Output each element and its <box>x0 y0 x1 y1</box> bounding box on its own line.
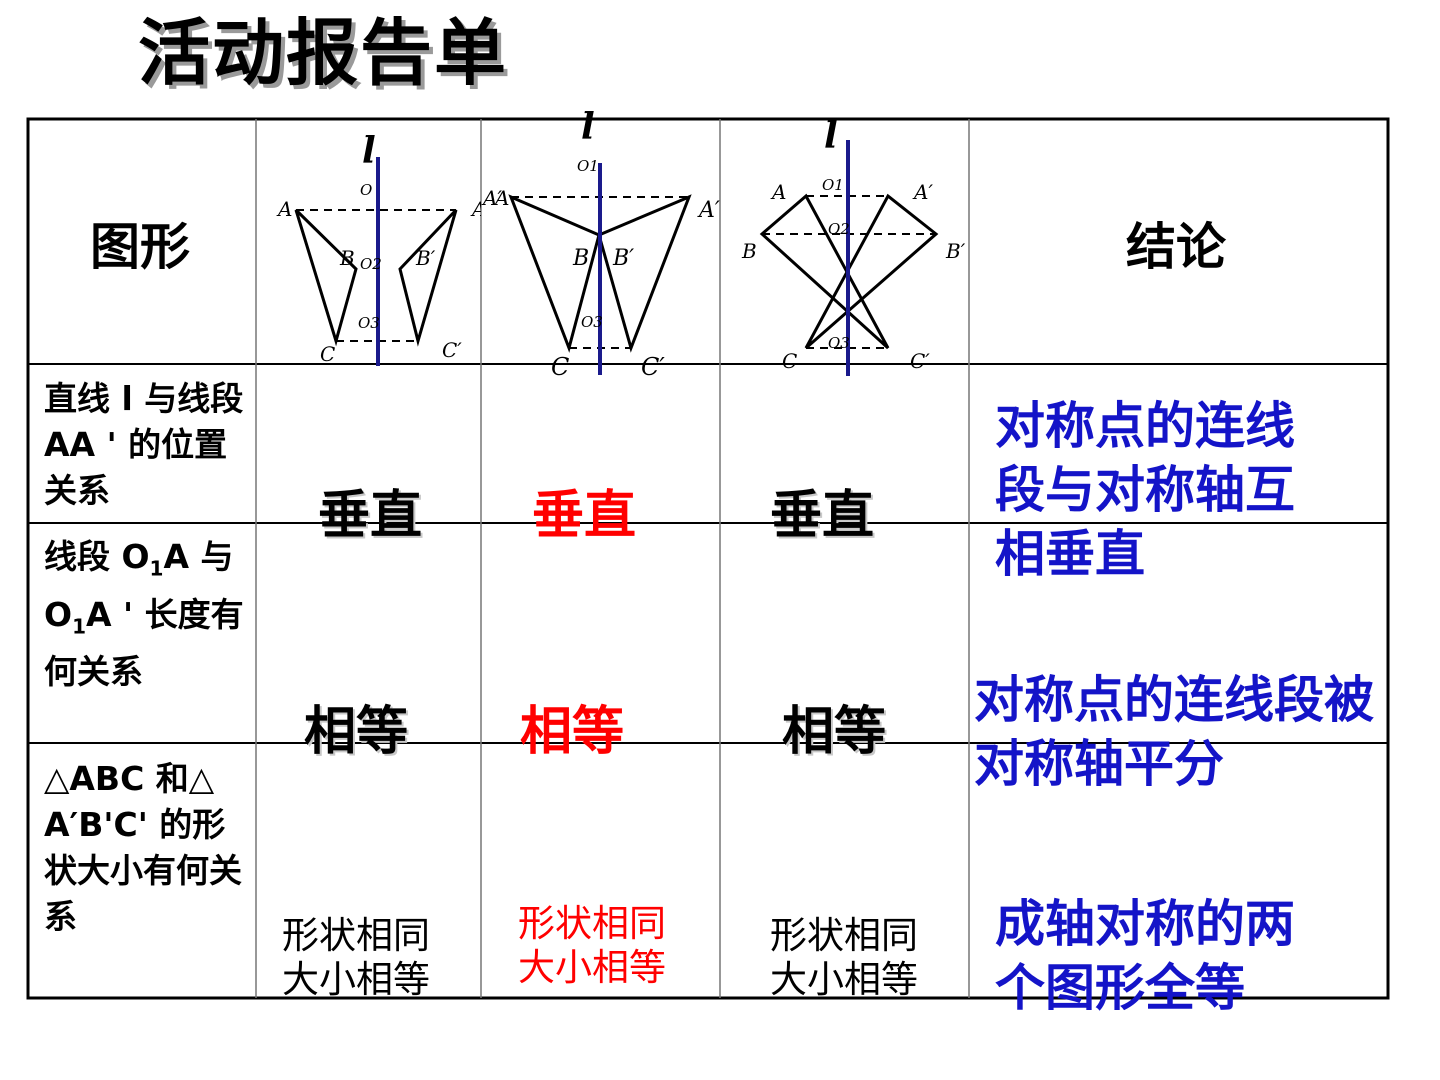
answer-row3-col1: 形状相同 大小相等 <box>282 914 430 1001</box>
point-label-B-prime: B′ <box>415 246 436 270</box>
point-label-O: O <box>360 181 372 199</box>
point-label-O2: O2 <box>360 255 382 273</box>
point-label-B-prime: B′ <box>945 239 966 263</box>
point-label-O1: O1 <box>577 157 599 175</box>
point-label-B: B <box>572 246 589 271</box>
row-label-shape-size: △ABC 和△ A′B'C' 的形状大小有何关系 <box>44 759 242 936</box>
point-label-A-prime: A′ <box>697 198 720 223</box>
page-title: 活动报告单 <box>138 11 509 95</box>
conclusion-congruent: 成轴对称的两个图形全等 <box>995 895 1295 1017</box>
point-label-C-prime: C′ <box>442 338 462 362</box>
point-label-A-prime: A′ <box>470 197 481 221</box>
point-label-O2: O2 <box>828 220 850 238</box>
figure-1-diagram: l O A A′ B O2 B′ O3 C C′ <box>276 130 481 366</box>
header-conclusion-label: 结论 <box>1126 218 1226 276</box>
header-figure-label: 图形 <box>90 218 190 276</box>
answer-row1-col1: 垂直 <box>318 486 423 546</box>
point-label-A: A <box>770 180 786 204</box>
answer-row2-col1: 相等 <box>304 702 409 762</box>
axis-label: l <box>824 115 838 157</box>
point-label-B-prime: B′ <box>612 246 634 271</box>
point-label-O3: O3 <box>358 314 380 332</box>
answer-row1-col2: 垂直 <box>532 486 637 546</box>
point-label-C-prime: C′ <box>910 349 930 373</box>
point-label-A: A <box>493 186 509 210</box>
point-label-C: C <box>320 342 335 366</box>
answer-row3-col3: 形状相同 大小相等 <box>770 914 918 1001</box>
point-label-B: B <box>339 246 355 270</box>
point-label-C: C <box>551 353 569 380</box>
point-label-O3: O3 <box>581 313 603 331</box>
answer-row2-col3: 相等 <box>782 702 887 762</box>
axis-label: l <box>362 130 376 172</box>
point-label-A: A <box>276 197 292 221</box>
axis-label: l <box>581 106 595 148</box>
conclusion-bisected: 对称点的连线段被对称轴平分 <box>974 671 1374 793</box>
figure-3-diagram: l A O1 A′ O2 B B′ O3 C C′ <box>741 115 966 376</box>
point-label-C-prime: C′ <box>641 353 665 380</box>
point-label-A-prime-left: A′ <box>481 186 502 210</box>
row-label-length: 线段 O1A 与 O1A ' 长度有何关系 <box>44 537 244 692</box>
point-label-O1: O1 <box>822 176 844 194</box>
conclusion-perpendicular: 对称点的连线段与对称轴互相垂直 <box>995 397 1295 583</box>
figure-2-diagram: l O1 A′ A A′ B B′ O3 C C′ <box>481 106 720 380</box>
point-label-O3: O3 <box>828 334 850 352</box>
point-label-A-prime: A′ <box>912 180 933 204</box>
point-label-B: B <box>741 239 757 263</box>
row-label-perpendicular: 直线 l 与线段 AA ' 的位置关系 <box>44 379 244 510</box>
answer-row3-col2: 形状相同 大小相等 <box>518 902 666 989</box>
point-label-C: C <box>782 349 797 373</box>
answer-row1-col3: 垂直 <box>770 486 875 546</box>
answer-row2-col2: 相等 <box>520 702 625 762</box>
